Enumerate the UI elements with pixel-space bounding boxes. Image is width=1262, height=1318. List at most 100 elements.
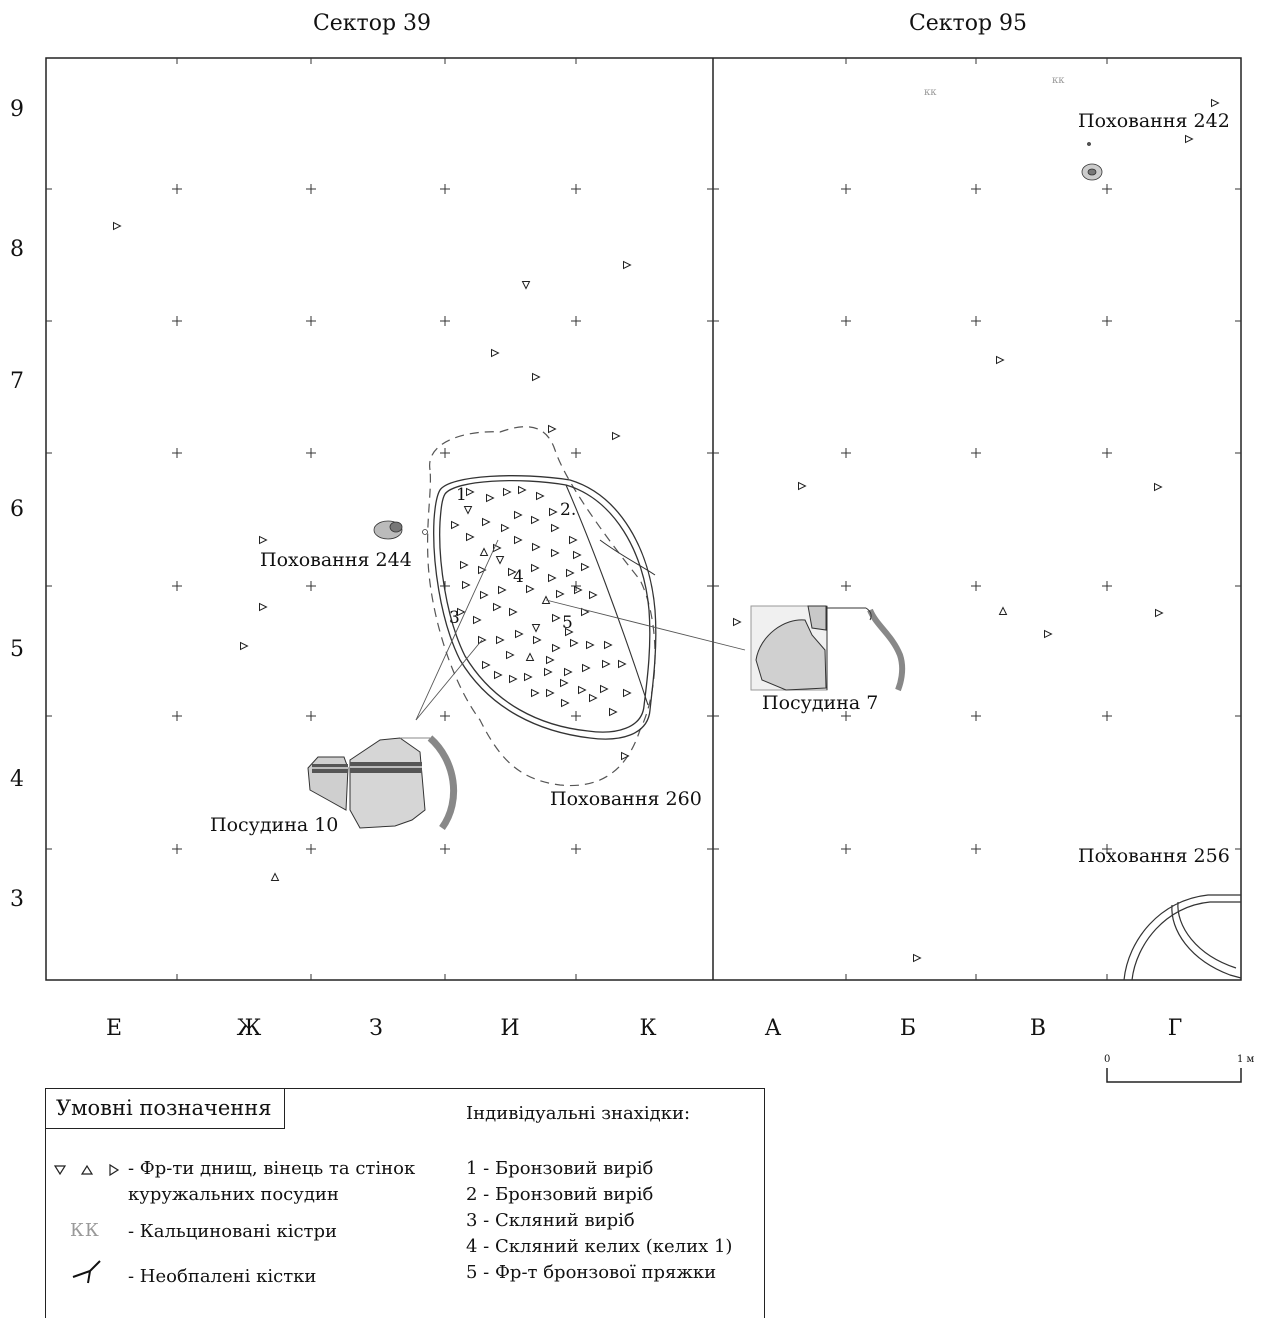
sherd-icon bbox=[514, 535, 523, 545]
sherd-icon bbox=[604, 640, 613, 650]
kk-legend-symbol: КК bbox=[70, 1220, 100, 1241]
sherd-icon bbox=[509, 607, 518, 617]
sherd-icon bbox=[623, 260, 632, 270]
col-label-g: Г bbox=[1168, 1016, 1183, 1041]
row-label-3: 3 bbox=[10, 887, 24, 912]
sherd-icon bbox=[495, 556, 505, 565]
sherd-icon bbox=[494, 670, 503, 680]
sherd-icon bbox=[463, 506, 473, 515]
kk-mark-1: кк bbox=[924, 87, 937, 98]
sherd-icon bbox=[589, 693, 598, 703]
sherd-icon bbox=[582, 663, 591, 673]
vessel-10-label: Посудина 10 bbox=[210, 814, 338, 836]
sherd-icon bbox=[491, 348, 500, 358]
col-label-y: И bbox=[500, 1016, 519, 1041]
sherd-icon bbox=[574, 585, 583, 595]
sherd-icon bbox=[532, 372, 541, 382]
sherd-icon bbox=[546, 688, 555, 698]
sherd-icon bbox=[521, 281, 531, 290]
sherd-icon bbox=[609, 707, 618, 717]
col-label-v: В bbox=[1030, 1016, 1046, 1041]
sherd-icon bbox=[525, 652, 535, 661]
sherd-icon bbox=[509, 674, 518, 684]
sherd-icon bbox=[531, 563, 540, 573]
find-item-1: 1 - Бронзовий виріб bbox=[466, 1158, 654, 1179]
sherd-icon bbox=[514, 510, 523, 520]
sherd-icon bbox=[478, 635, 487, 645]
sherd-icon bbox=[518, 485, 527, 495]
sherd-icon bbox=[1185, 134, 1194, 144]
find-item-3: 3 - Скляний виріб bbox=[466, 1210, 635, 1231]
legend-kk-label: - Кальциновані кістри bbox=[128, 1221, 338, 1242]
sherd-icon bbox=[531, 515, 540, 525]
burial-256-outline bbox=[1123, 894, 1242, 981]
col-label-zh: Ж bbox=[237, 1016, 262, 1041]
sherd-icon bbox=[586, 640, 595, 650]
legend: Умовні позначення Індивідуальні знахідки… bbox=[45, 1088, 765, 1318]
sherd-icon bbox=[573, 550, 582, 560]
sherd-icon bbox=[457, 607, 466, 617]
sherd-down-icon bbox=[53, 1165, 67, 1176]
sherd-icon bbox=[551, 523, 560, 533]
find-number-2: 2. bbox=[560, 500, 576, 520]
burial-260-inner-outline bbox=[439, 480, 651, 733]
kk-mark-2: кк bbox=[1052, 75, 1065, 86]
row-label-5: 5 bbox=[10, 637, 24, 662]
sherd-icon bbox=[1044, 629, 1053, 639]
sherd-icon bbox=[270, 872, 280, 881]
sherd-icon bbox=[524, 672, 533, 682]
col-label-k: К bbox=[639, 1016, 656, 1041]
sherd-icon bbox=[501, 523, 510, 533]
sherd-icon bbox=[548, 424, 557, 434]
sherd-icon bbox=[560, 678, 569, 688]
sherd-icon bbox=[556, 589, 565, 599]
burial-244-label: Поховання 244 bbox=[260, 549, 412, 571]
sector-39-label: Сектор 39 bbox=[313, 11, 431, 36]
burial-260-coffin-edge bbox=[565, 484, 649, 706]
leader-find-4-vessel-7 bbox=[545, 599, 746, 651]
sherd-icon bbox=[618, 659, 627, 669]
find-number-3: 3 bbox=[449, 608, 460, 628]
burial-244-bones bbox=[373, 520, 428, 540]
sherd-icon bbox=[532, 542, 541, 552]
sherd-icon bbox=[466, 532, 475, 542]
sherd-icon bbox=[546, 655, 555, 665]
find-item-4: 4 - Скляний келих (келих 1) bbox=[466, 1236, 733, 1257]
sherd-icon bbox=[479, 547, 489, 556]
sherd-icon bbox=[552, 643, 561, 653]
sherd-icon bbox=[533, 635, 542, 645]
burial-260-pit-outline bbox=[427, 426, 656, 787]
sherd-icon bbox=[515, 629, 524, 639]
row-label-9: 9 bbox=[10, 97, 24, 122]
sherd-icon bbox=[1211, 98, 1220, 108]
grid-marks bbox=[46, 58, 1241, 980]
sherd-icon bbox=[561, 698, 570, 708]
individual-finds-heading: Індивідуальні знахідки: bbox=[466, 1103, 691, 1124]
scale-bar bbox=[1106, 1068, 1242, 1083]
legend-sherds-label-2: куружальних посудин bbox=[128, 1184, 339, 1205]
col-label-b: Б bbox=[900, 1016, 916, 1041]
sherd-icon bbox=[581, 562, 590, 572]
sherd-icon bbox=[498, 585, 507, 595]
plan-frame bbox=[45, 57, 1242, 981]
sherd-icon bbox=[526, 584, 535, 594]
sherd-icon bbox=[460, 560, 469, 570]
sherd-symbols bbox=[113, 98, 1220, 963]
bone-legend-icon bbox=[72, 1260, 101, 1284]
vessel-7-label: Посудина 7 bbox=[762, 692, 878, 714]
sherd-icon bbox=[536, 491, 545, 501]
sherd-icon bbox=[531, 688, 540, 698]
find-number-4: 4 bbox=[513, 567, 524, 587]
sherd-icon bbox=[113, 221, 122, 231]
legend-title: Умовні позначення bbox=[45, 1088, 285, 1129]
find-item-5: 5 - Фр-т бронзової пряжки bbox=[466, 1262, 717, 1283]
sherd-icon bbox=[623, 688, 632, 698]
sherd-icon bbox=[1154, 482, 1163, 492]
scale-start: 0 bbox=[1104, 1054, 1110, 1065]
sherd-icon bbox=[544, 667, 553, 677]
sherd-icon bbox=[473, 615, 482, 625]
burial-260-label: Поховання 260 bbox=[550, 788, 702, 810]
sherd-icon bbox=[578, 685, 587, 695]
sherd-icon bbox=[566, 568, 575, 578]
sherd-icon bbox=[480, 590, 489, 600]
